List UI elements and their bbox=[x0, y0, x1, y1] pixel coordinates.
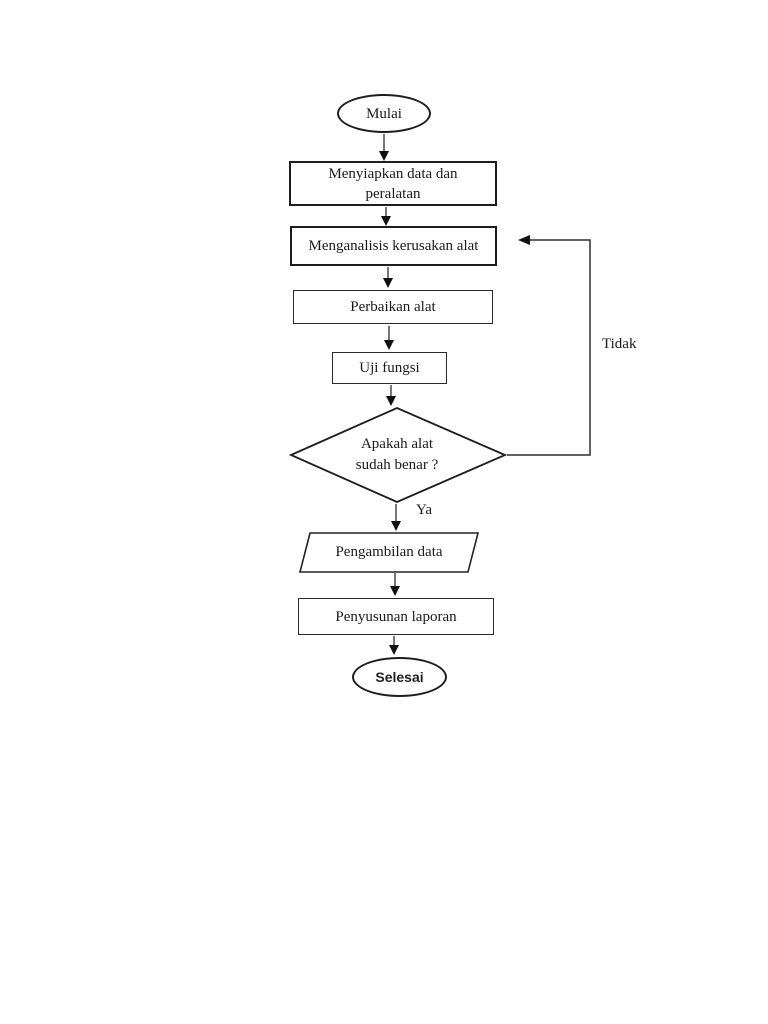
node-prepare-label-line2: peralatan bbox=[365, 185, 421, 202]
node-analyze-damage: Menganalisis kerusakan alat bbox=[290, 226, 497, 266]
decision-diamond-shape bbox=[288, 407, 508, 503]
node-function-test: Uji fungsi bbox=[332, 352, 447, 384]
node-analyze-label: Menganalisis kerusakan alat bbox=[308, 238, 479, 254]
node-report: Penyusunan laporan bbox=[298, 598, 494, 635]
arrowhead-collect-report bbox=[390, 586, 400, 596]
arrowhead-no-loop bbox=[518, 235, 530, 245]
edge-decision-analyze-no-loop-line bbox=[507, 239, 591, 456]
node-prepare-data: Menyiapkan data dan peralatan bbox=[289, 161, 497, 206]
node-end-label: Selesai bbox=[375, 669, 424, 685]
arrowhead-report-end bbox=[389, 645, 399, 655]
arrowhead-decision-collect bbox=[391, 521, 401, 531]
arrowhead-repair-test bbox=[384, 340, 394, 350]
node-test-label: Uji fungsi bbox=[359, 360, 420, 376]
node-prepare-label-line1: Menyiapkan data dan bbox=[328, 165, 458, 182]
node-collect-data: Pengambilan data bbox=[300, 542, 478, 563]
node-report-label: Penyusunan laporan bbox=[335, 608, 457, 625]
arrowhead-start-prepare bbox=[379, 151, 389, 161]
node-repair-label: Perbaikan alat bbox=[350, 299, 436, 315]
node-end: Selesai bbox=[352, 657, 447, 697]
node-start-label: Mulai bbox=[366, 105, 402, 122]
node-decision: Apakah alat sudah benar ? bbox=[297, 434, 497, 476]
node-collect-data-label: Pengambilan data bbox=[335, 544, 443, 560]
edge-label-no: Tidak bbox=[602, 336, 637, 352]
arrowhead-prepare-analyze bbox=[381, 216, 391, 226]
node-decision-label-line2: sudah benar ? bbox=[355, 457, 439, 473]
data-parallelogram-shape bbox=[298, 532, 480, 573]
arrowhead-analyze-repair bbox=[383, 278, 393, 288]
edge-label-yes: Ya bbox=[416, 502, 432, 518]
node-repair-tool: Perbaikan alat bbox=[293, 290, 493, 324]
node-decision-label-line1: Apakah alat bbox=[360, 436, 434, 452]
node-start: Mulai bbox=[337, 94, 431, 133]
arrowhead-test-decision bbox=[386, 396, 396, 406]
